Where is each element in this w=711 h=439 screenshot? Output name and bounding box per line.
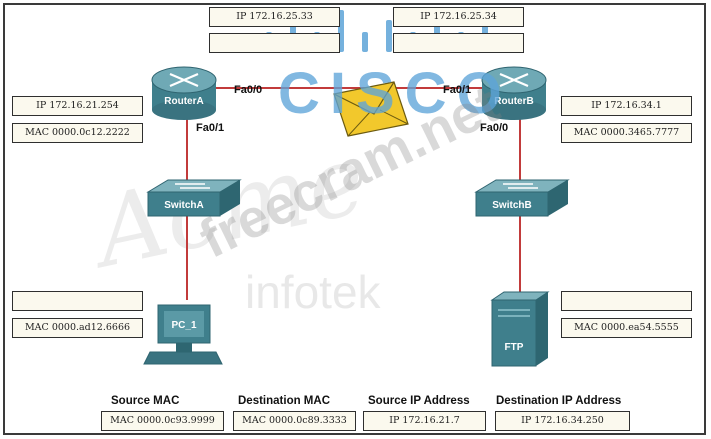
router-a-wan-mac-box[interactable]: [209, 33, 340, 53]
router-b-lan-mac-box[interactable]: MAC 0000.3465.7777: [561, 123, 692, 143]
source-mac-value-box[interactable]: MAC 0000.0c93.9999: [101, 411, 224, 431]
router-a-lan-ip-box[interactable]: IP 172.16.21.254: [12, 96, 143, 116]
router-b-wan-ip-box[interactable]: IP 172.16.25.34: [393, 7, 524, 27]
pc-icon[interactable]: PC_1: [143, 304, 223, 365]
pc-ip-box[interactable]: [12, 291, 143, 311]
switch-a-icon[interactable]: SwitchA: [146, 179, 242, 217]
ftp-server-icon[interactable]: FTP: [490, 291, 550, 367]
router-a-label: RouterA: [164, 96, 203, 107]
router-b-fa00-label: Fa0/0: [480, 122, 509, 134]
router-a-fa01-label: Fa0/1: [196, 122, 225, 134]
source-ip-value-box[interactable]: IP 172.16.21.7: [363, 411, 486, 431]
router-a-icon[interactable]: RouterA: [151, 66, 217, 120]
router-b-lan-ip-box[interactable]: IP 172.16.34.1: [561, 96, 692, 116]
pc-label: PC_1: [171, 320, 196, 331]
router-b-fa01-label: Fa0/1: [443, 84, 472, 96]
destination-mac-header: Destination MAC: [238, 395, 330, 407]
destination-ip-header: Destination IP Address: [496, 395, 622, 407]
source-ip-header: Source IP Address: [368, 395, 470, 407]
source-mac-header: Source MAC: [111, 395, 180, 407]
switch-a-label: SwitchA: [164, 200, 203, 211]
router-a-wan-ip-box[interactable]: IP 172.16.25.33: [209, 7, 340, 27]
router-a-lan-mac-box[interactable]: MAC 0000.0c12.2222: [12, 123, 143, 143]
switch-b-icon[interactable]: SwitchB: [474, 179, 570, 217]
destination-mac-value-box[interactable]: MAC 0000.0c89.3333: [233, 411, 356, 431]
ftp-mac-box[interactable]: MAC 0000.ea54.5555: [561, 318, 692, 338]
router-a-fa00-label: Fa0/0: [234, 84, 263, 96]
switch-b-label: SwitchB: [492, 200, 531, 211]
router-b-wan-mac-box[interactable]: [393, 33, 524, 53]
pc-mac-box[interactable]: MAC 0000.ad12.6666: [12, 318, 143, 338]
ftp-ip-box[interactable]: [561, 291, 692, 311]
ftp-label: FTP: [505, 342, 524, 353]
diagram-frame: [3, 3, 706, 435]
router-b-label: RouterB: [494, 96, 533, 107]
router-b-icon[interactable]: RouterB: [481, 66, 547, 120]
destination-ip-value-box[interactable]: IP 172.16.34.250: [495, 411, 630, 431]
envelope-icon: [333, 81, 409, 137]
